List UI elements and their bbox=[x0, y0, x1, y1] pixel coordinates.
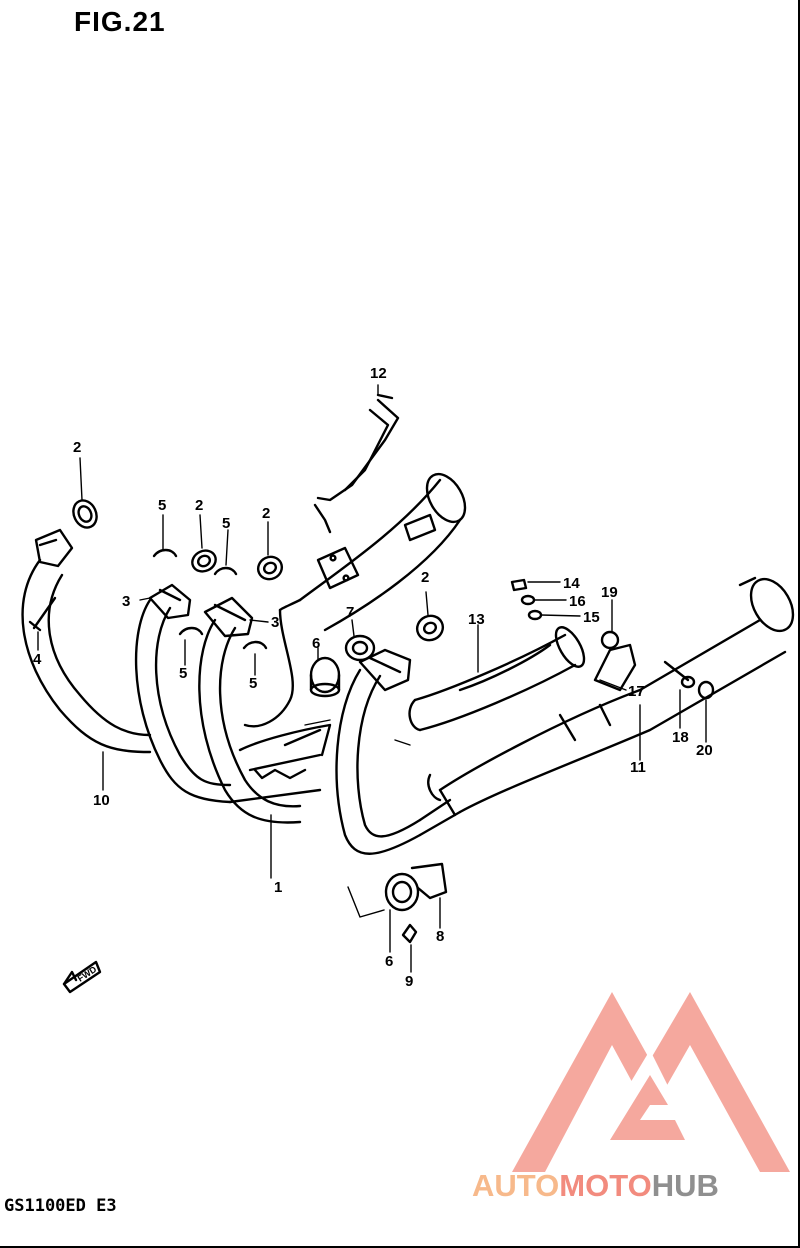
callout-12: 12 bbox=[370, 365, 387, 382]
callout-11: 11 bbox=[630, 759, 646, 776]
gasket-2a bbox=[72, 499, 98, 529]
bracket-17 bbox=[593, 643, 637, 692]
bolt-9 bbox=[401, 923, 418, 944]
callout-15: 15 bbox=[583, 609, 600, 626]
clamp-7 bbox=[344, 634, 376, 662]
watermark-text: AUTOMOTOHUB bbox=[472, 1168, 719, 1203]
cotter-5a bbox=[152, 548, 178, 558]
cotter-5b bbox=[213, 566, 238, 576]
cap-20 bbox=[697, 680, 715, 700]
callout-5d: 5 bbox=[249, 675, 257, 692]
callout-5b: 5 bbox=[222, 515, 230, 532]
callout-3a: 3 bbox=[122, 593, 130, 610]
washer-16 bbox=[520, 594, 536, 606]
gasket-2c bbox=[256, 555, 284, 581]
callout-20: 20 bbox=[696, 742, 713, 759]
exhaust-pipe-1 bbox=[134, 598, 332, 824]
bracket-12 bbox=[313, 393, 400, 534]
clamp-3c bbox=[358, 648, 412, 692]
callout-9: 9 bbox=[405, 973, 413, 990]
callout-10: 10 bbox=[93, 792, 110, 809]
callout-2d: 2 bbox=[421, 569, 429, 586]
callout-16: 16 bbox=[569, 593, 586, 610]
mounting-plate bbox=[316, 546, 360, 590]
cotter-5d bbox=[242, 640, 268, 650]
callout-2c: 2 bbox=[262, 505, 270, 522]
clamp-8 bbox=[410, 862, 448, 900]
callout-3b: 3 bbox=[271, 614, 279, 631]
callout-5c: 5 bbox=[179, 665, 187, 682]
callout-2a: 2 bbox=[73, 439, 81, 456]
callout-4: 4 bbox=[33, 651, 42, 668]
callout-19: 19 bbox=[601, 584, 618, 601]
clamp-3b bbox=[203, 596, 254, 638]
callout-18: 18 bbox=[672, 729, 689, 746]
nut-15 bbox=[527, 609, 543, 621]
callout-7: 7 bbox=[346, 604, 354, 621]
callout-13: 13 bbox=[468, 611, 485, 628]
model-label: GS1100ED E3 bbox=[4, 1196, 117, 1216]
cotter-5c bbox=[178, 626, 204, 636]
gasket-2b bbox=[191, 549, 217, 573]
callout-6a: 6 bbox=[312, 635, 320, 652]
damper-19 bbox=[600, 630, 620, 650]
callout-14: 14 bbox=[563, 575, 580, 592]
sleeve-6b bbox=[384, 872, 420, 912]
bolt-18 bbox=[663, 660, 696, 689]
exhaust-pipe-13 bbox=[408, 626, 586, 732]
watermark-text-hub: HUB bbox=[652, 1168, 719, 1203]
callout-labels: 1 2 2 2 2 3 3 4 5 5 5 5 6 6 7 8 9 10 11 … bbox=[33, 365, 713, 990]
leader-lines bbox=[37, 384, 707, 973]
callout-1: 1 bbox=[274, 879, 282, 896]
bolt-4 bbox=[28, 596, 57, 632]
gasket-2d bbox=[415, 614, 445, 642]
callout-6b: 6 bbox=[385, 953, 393, 970]
exhaust-pipe-11 bbox=[335, 576, 795, 855]
sleeve-6a bbox=[309, 656, 341, 698]
callout-5a: 5 bbox=[158, 497, 166, 514]
watermark-text-moto: MOTO bbox=[559, 1168, 651, 1203]
watermark-logo bbox=[512, 992, 790, 1172]
exhaust-pipe-10 bbox=[21, 528, 152, 754]
bolt-14 bbox=[510, 578, 528, 592]
fwd-arrow bbox=[62, 960, 102, 994]
callout-17: 17 bbox=[628, 683, 645, 700]
figure-title: FIG.21 bbox=[74, 6, 166, 37]
muffler-upper bbox=[243, 472, 467, 728]
clamp-3a bbox=[148, 583, 192, 620]
callout-2b: 2 bbox=[195, 497, 203, 514]
callout-8: 8 bbox=[436, 928, 444, 945]
watermark-text-auto: AUTO bbox=[472, 1168, 559, 1203]
